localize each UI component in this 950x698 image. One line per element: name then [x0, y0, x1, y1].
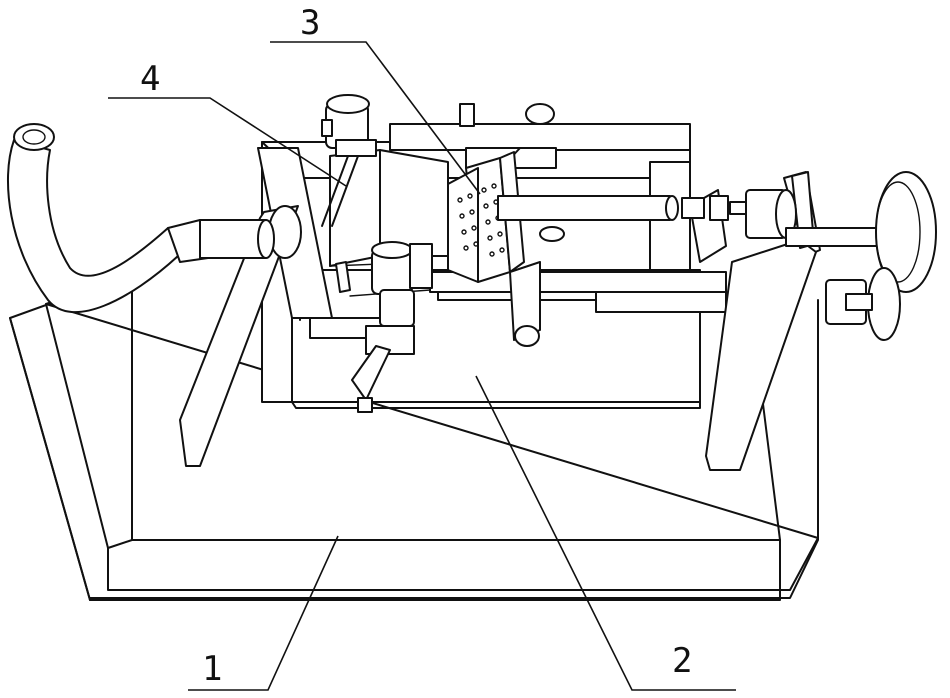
leader-line-2	[476, 376, 736, 690]
callout-1: 1	[202, 649, 222, 689]
callout-3: 3	[300, 3, 320, 43]
callout-4: 4	[140, 59, 160, 99]
callout-2: 2	[672, 641, 692, 681]
